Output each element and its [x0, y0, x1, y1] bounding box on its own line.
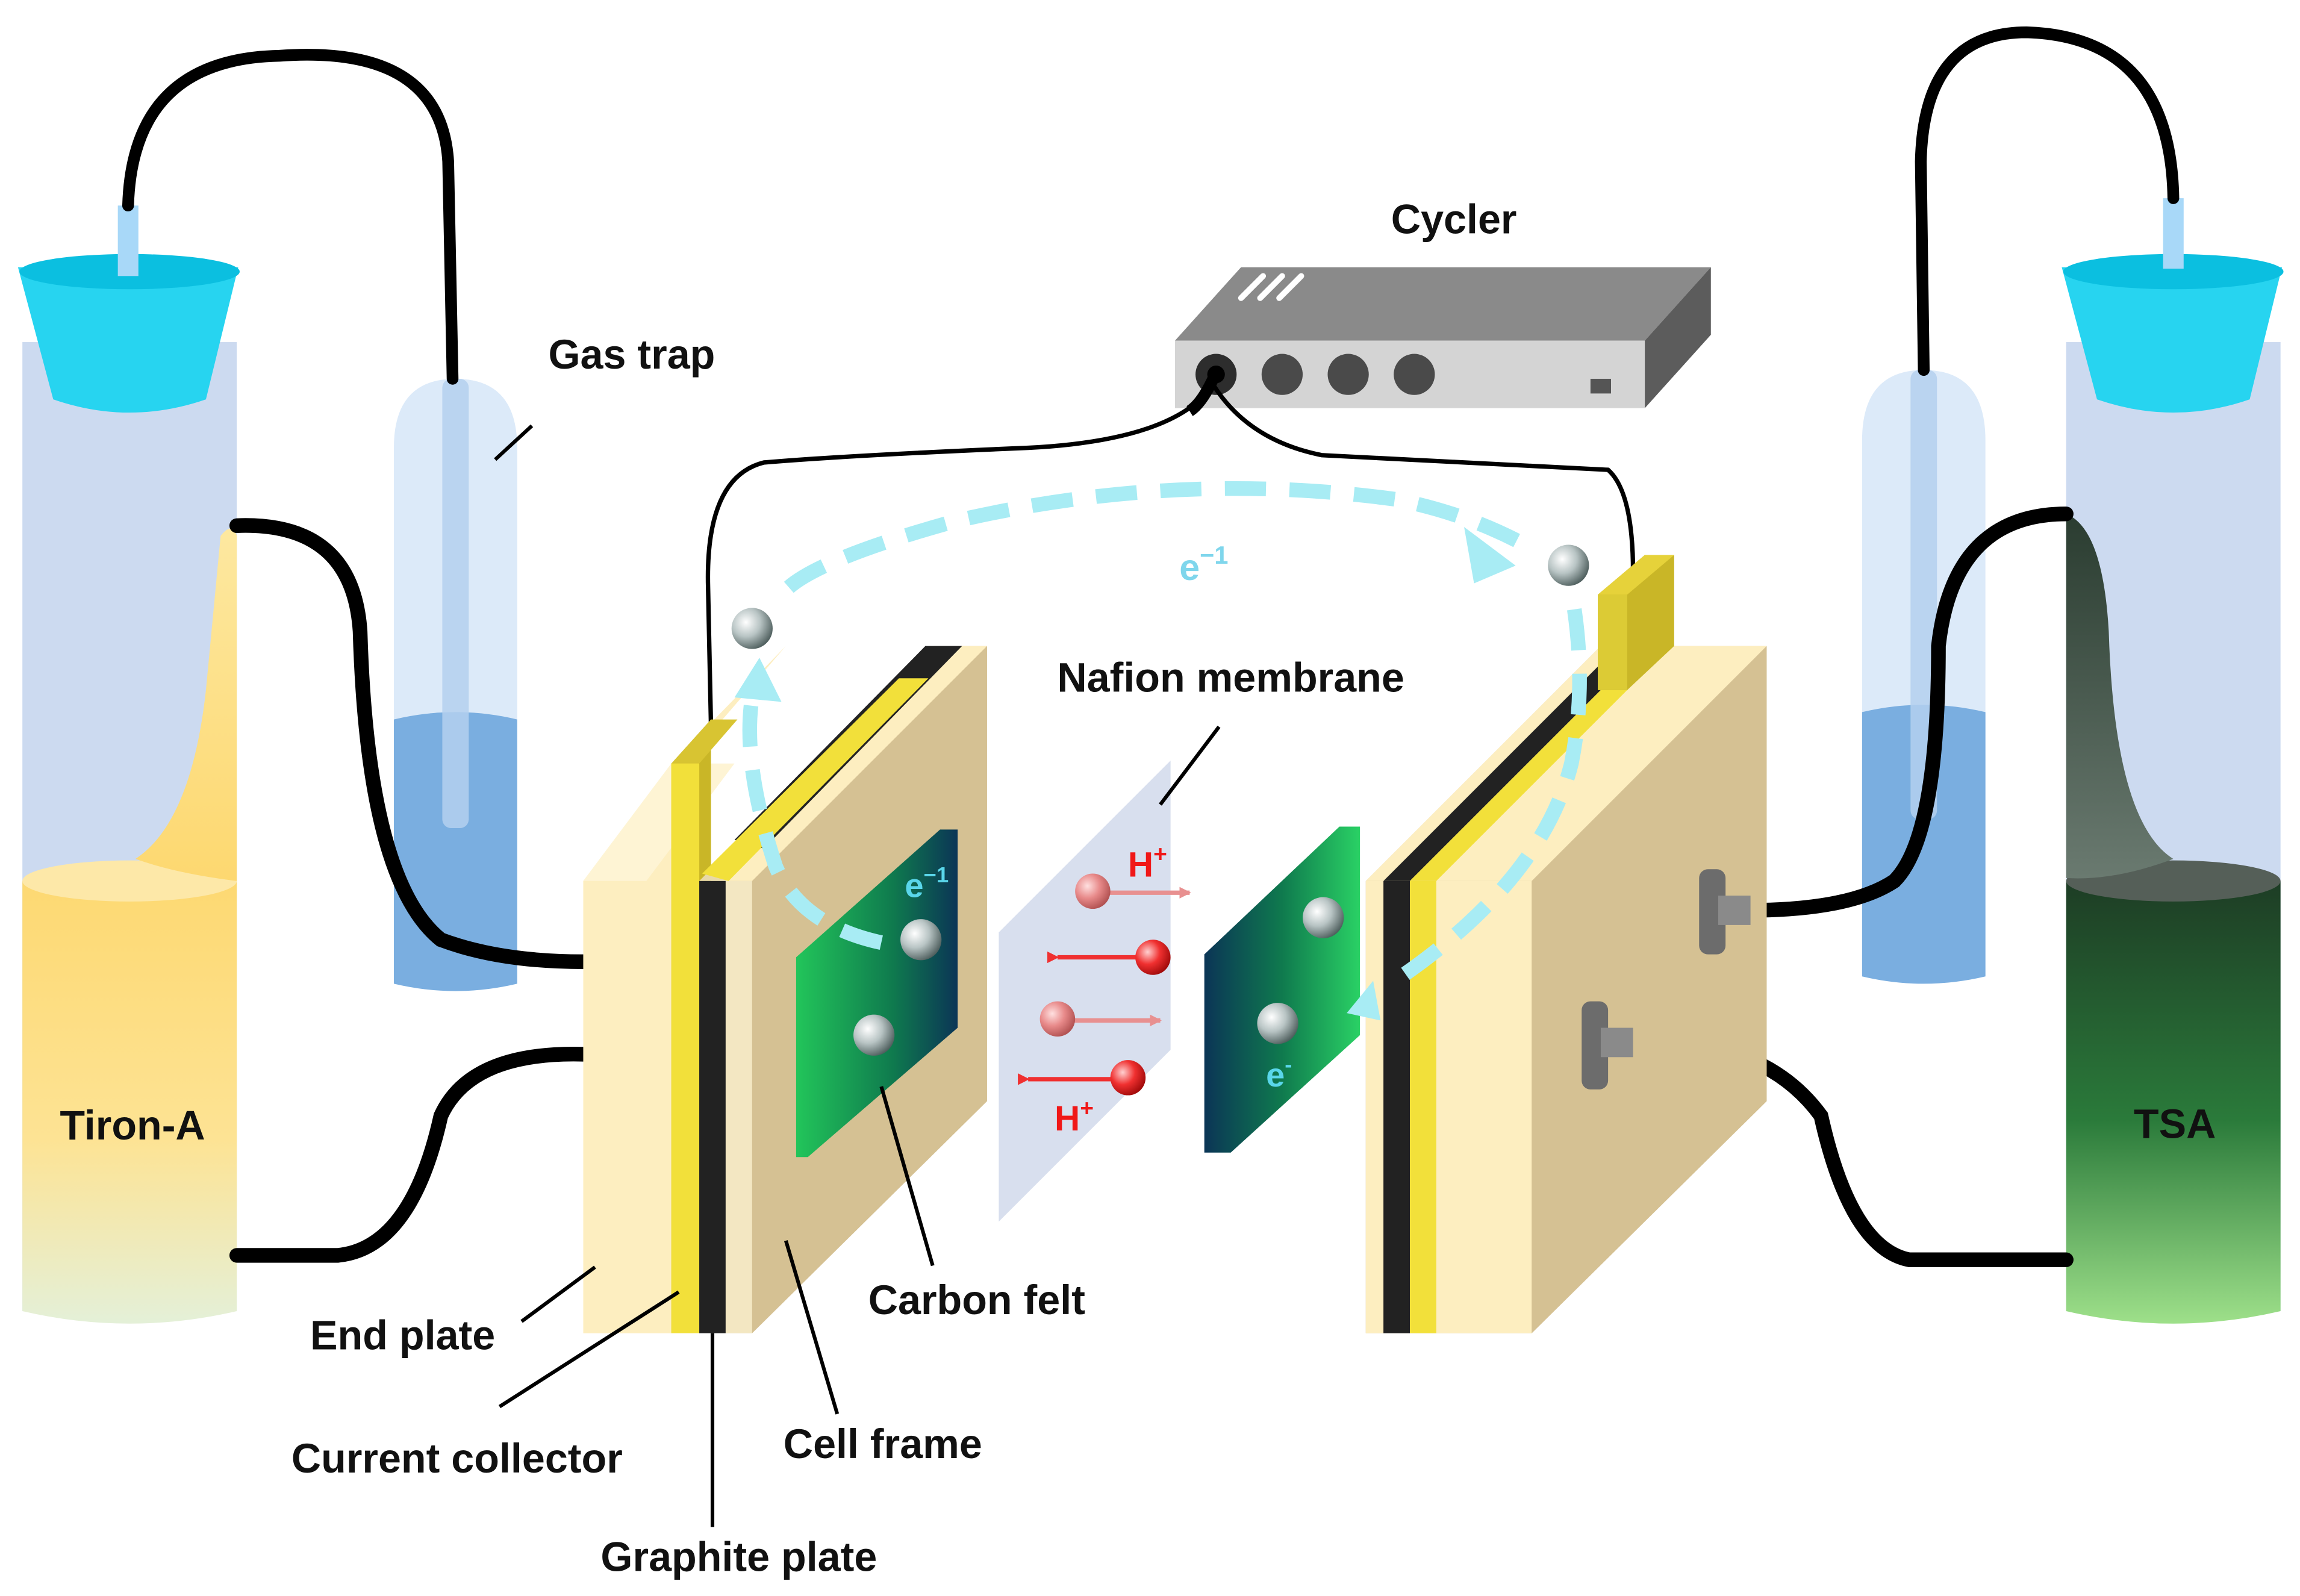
reservoir-cap	[17, 267, 238, 413]
proton-sphere-icon	[1110, 1060, 1146, 1096]
gas-trap-water	[1862, 705, 1986, 984]
electron-sphere-icon	[1303, 897, 1344, 938]
wire-to-left-collector	[705, 383, 1215, 727]
leader-lines	[494, 424, 1221, 1527]
tsa-solution	[2066, 870, 2281, 1324]
electron-flow-path	[742, 481, 1587, 987]
end-plate-left	[583, 763, 672, 1333]
nafion-membrane-label: Nafion membrane	[1057, 655, 1404, 700]
reservoir-cap	[2062, 267, 2283, 413]
cycler-device-icon	[1174, 267, 1711, 408]
cycler-label: Cycler	[1391, 197, 1517, 243]
tiron-a-label: Tiron-A	[60, 1103, 205, 1149]
cell-frame-label: Cell frame	[784, 1421, 982, 1467]
end-plate-label: End plate	[310, 1312, 495, 1358]
electron-sphere-icon	[1257, 1003, 1298, 1044]
graphite-plate-right	[1383, 881, 1410, 1333]
electron-sphere-icon	[900, 919, 942, 961]
carbon-felt-right	[1204, 826, 1360, 1153]
tiron-a-reservoir	[17, 205, 240, 1324]
h-plus-label-top: H+	[1128, 841, 1167, 884]
tube-reservoir-in-left	[229, 1047, 591, 1263]
electron-sphere-icon	[731, 608, 773, 649]
tube-reservoir-to-trap-right	[1915, 26, 2180, 376]
electron-arrow-down	[1347, 980, 1381, 1021]
electron-label-right-felt: e-	[1266, 1052, 1292, 1094]
proton-transport	[1018, 873, 1191, 1096]
electron-sphere-icon	[1548, 544, 1589, 586]
tsa-plume	[2066, 514, 2174, 879]
tube-reservoir-out-right	[1740, 507, 2074, 918]
tube-connector-icon	[1582, 1001, 1633, 1089]
nafion-membrane	[999, 760, 1171, 1222]
carbon-felt-label: Carbon felt	[868, 1277, 1085, 1323]
electron-sphere-icon	[853, 1014, 895, 1056]
end-plate-right	[1436, 881, 1532, 1333]
tiron-plume	[135, 528, 237, 881]
electron-arrow-up	[734, 658, 782, 702]
tiron-solution	[22, 864, 237, 1324]
cycler-wires	[705, 383, 1636, 727]
tube-connector-icon	[117, 205, 139, 276]
graphite-plate-label: Graphite plate	[600, 1535, 877, 1580]
electron-arrow-right	[1464, 526, 1516, 584]
carbon-felt-left	[796, 829, 958, 1158]
graphite-plate-left	[699, 881, 726, 1333]
proton-sphere-icon	[1039, 1001, 1076, 1037]
tsa-reservoir	[2062, 198, 2284, 1324]
electron-label-left-felt: e−1	[905, 862, 949, 904]
tube-connector-icon	[2163, 198, 2184, 269]
wire-to-right-collector	[1211, 383, 1636, 573]
gas-trap-label: Gas trap	[548, 332, 715, 378]
current-collector-label: Current collector	[291, 1436, 623, 1482]
gas-trap-right	[1862, 370, 1986, 984]
left-cell	[583, 646, 987, 1333]
proton-sphere-icon	[1075, 873, 1111, 909]
proton-sphere-icon	[1135, 940, 1171, 975]
tube-reservoir-to-trap-left	[122, 49, 459, 385]
tube-connector-icon	[1699, 869, 1751, 955]
tsa-label: TSA	[2134, 1101, 2216, 1147]
h-plus-label-bottom: H+	[1055, 1096, 1094, 1138]
tube-reservoir-out-left	[229, 518, 591, 970]
electron-flow-label: e−1	[1179, 541, 1228, 588]
gas-trap-inner-tube	[442, 378, 469, 828]
